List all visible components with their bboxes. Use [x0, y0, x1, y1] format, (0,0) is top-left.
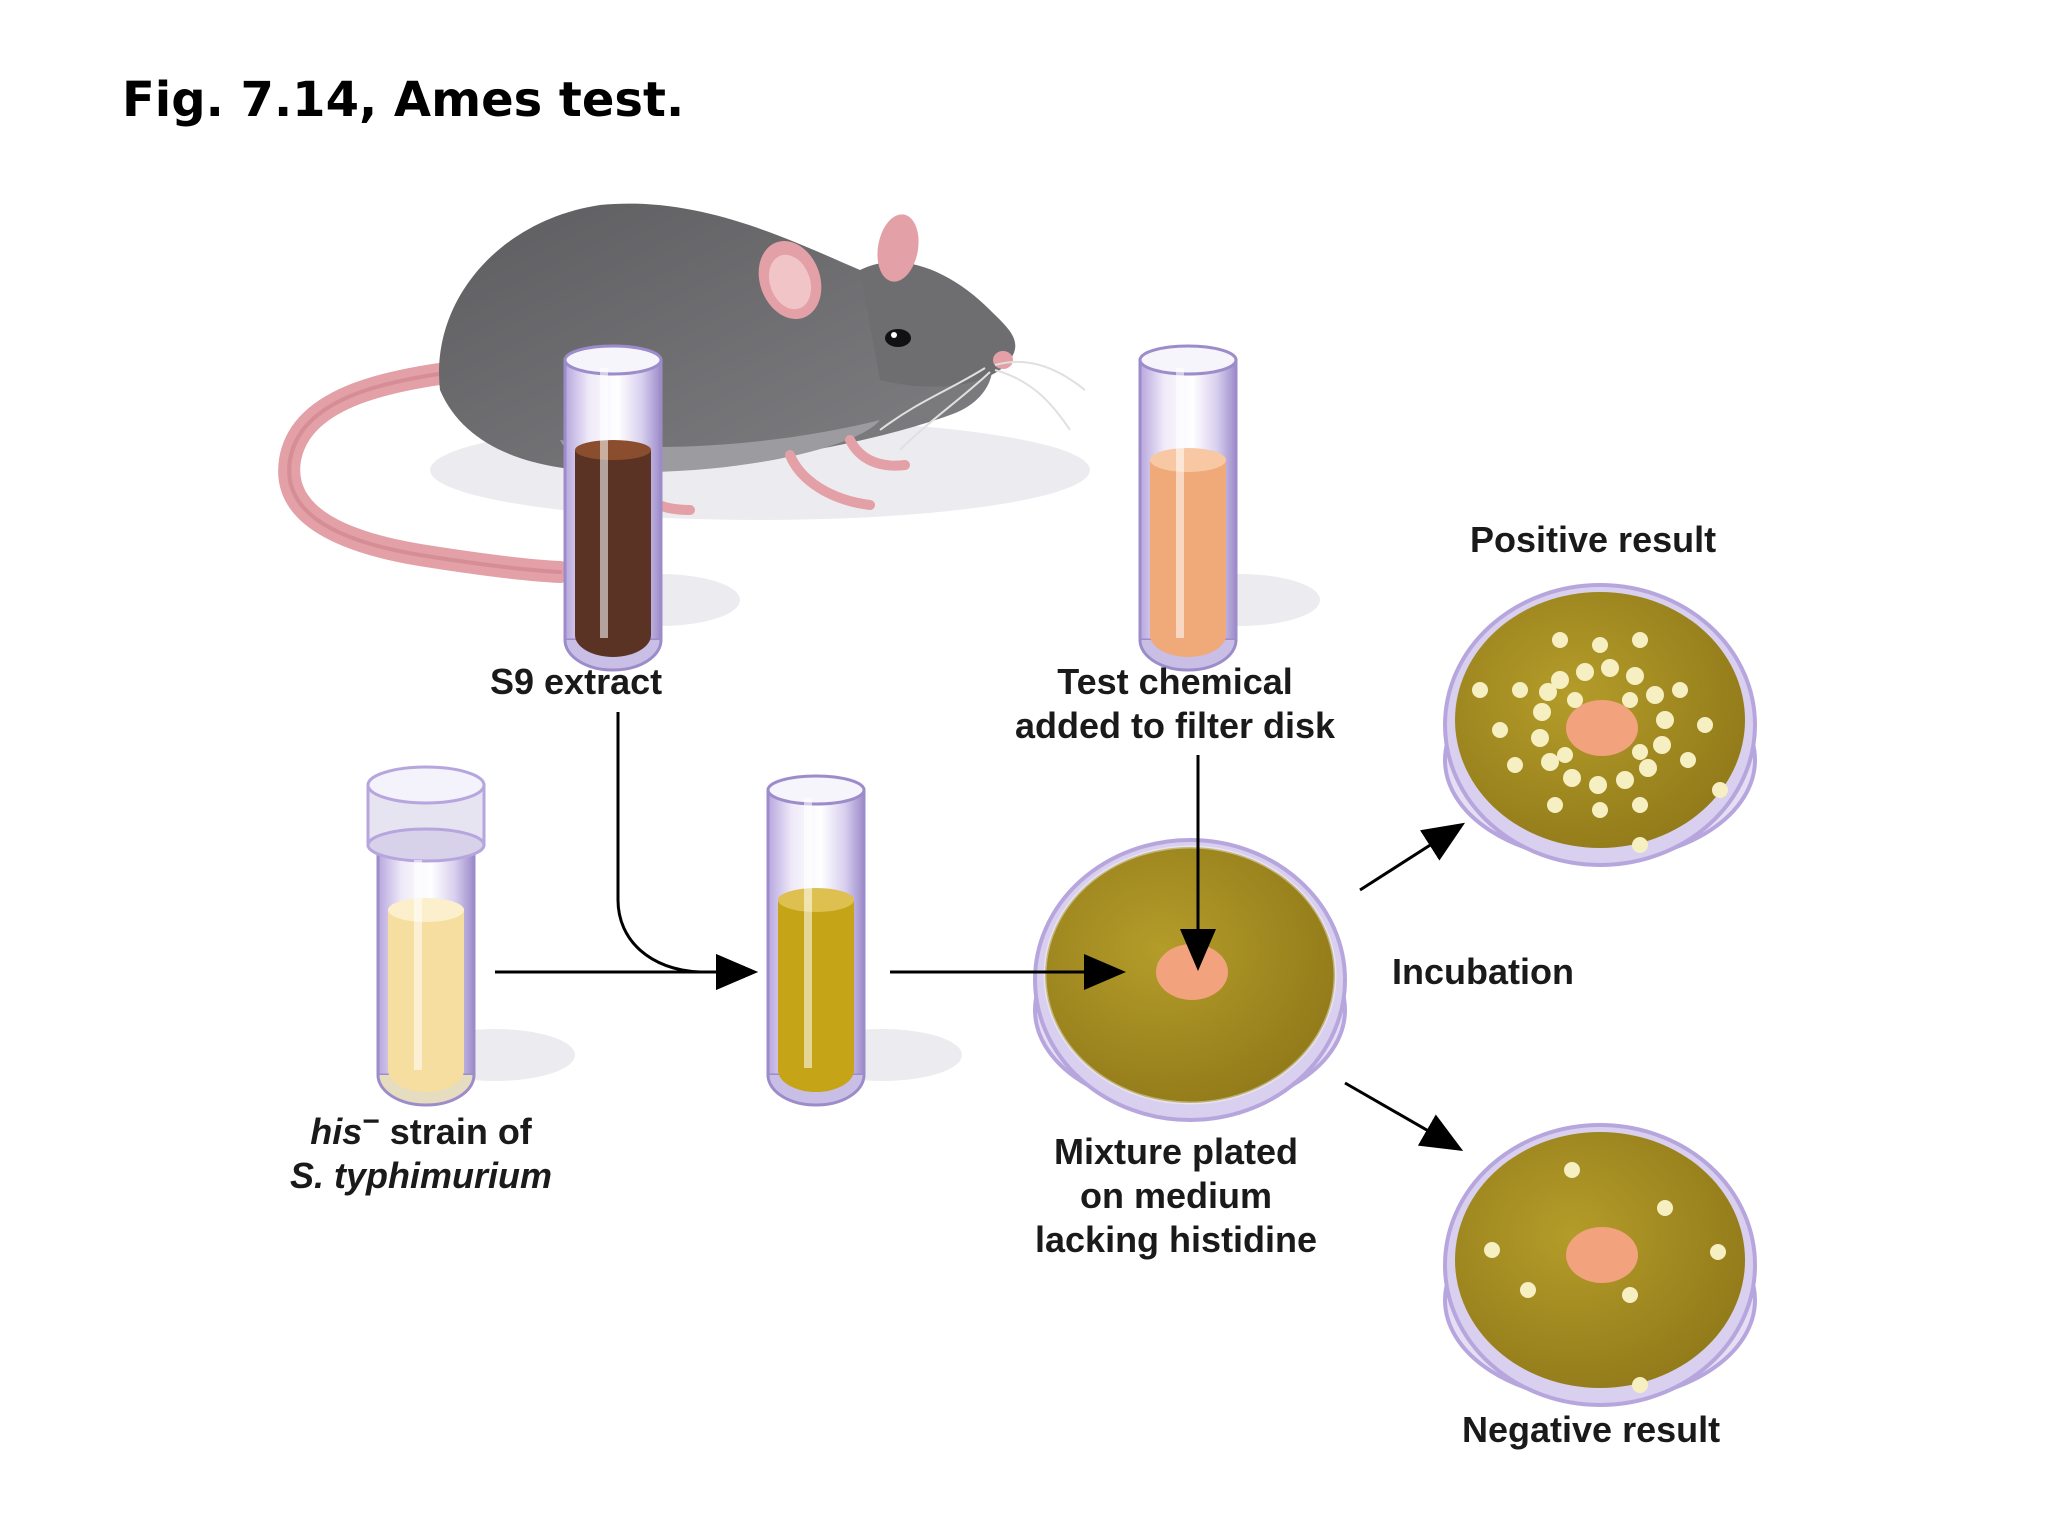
positive-result-plate: [1443, 583, 1757, 867]
arrow-to-positive: [1359, 822, 1466, 892]
label-mixture-plated: Mixture plated on medium lacking histidi…: [1035, 1131, 1318, 1260]
revertant-colonies: [1472, 632, 1728, 853]
label-s9-extract: S9 extract: [490, 661, 663, 702]
s9-extract-tube: [563, 344, 740, 672]
mixture-plate: [1033, 838, 1347, 1122]
label-negative-result: Negative result: [1462, 1409, 1721, 1450]
test-chemical-tube: [1138, 344, 1320, 672]
process-arrows: [495, 712, 1466, 1151]
label-bacteria-strain: his− strain of S. typhimurium: [290, 1100, 552, 1198]
figure-title: Fig. 7.14, Ames test.: [122, 72, 685, 128]
label-incubation: Incubation: [1392, 951, 1574, 992]
label-strain-line1: his− strain of: [310, 1105, 532, 1152]
negative-result-plate: [1443, 1123, 1757, 1407]
spontaneous-colonies: [1484, 1162, 1726, 1393]
mixture-tube: [766, 774, 962, 1107]
label-test-chemical: Test chemical added to filter disk: [1015, 661, 1336, 746]
arrow-s9-to-mixture: [616, 712, 758, 990]
bacteria-strain-tube: [366, 765, 575, 1107]
label-positive-result: Positive result: [1470, 519, 1717, 560]
rat-illustration: [278, 203, 1090, 583]
arrow-to-negative: [1344, 1081, 1464, 1151]
filter-disk: [1156, 944, 1228, 1000]
